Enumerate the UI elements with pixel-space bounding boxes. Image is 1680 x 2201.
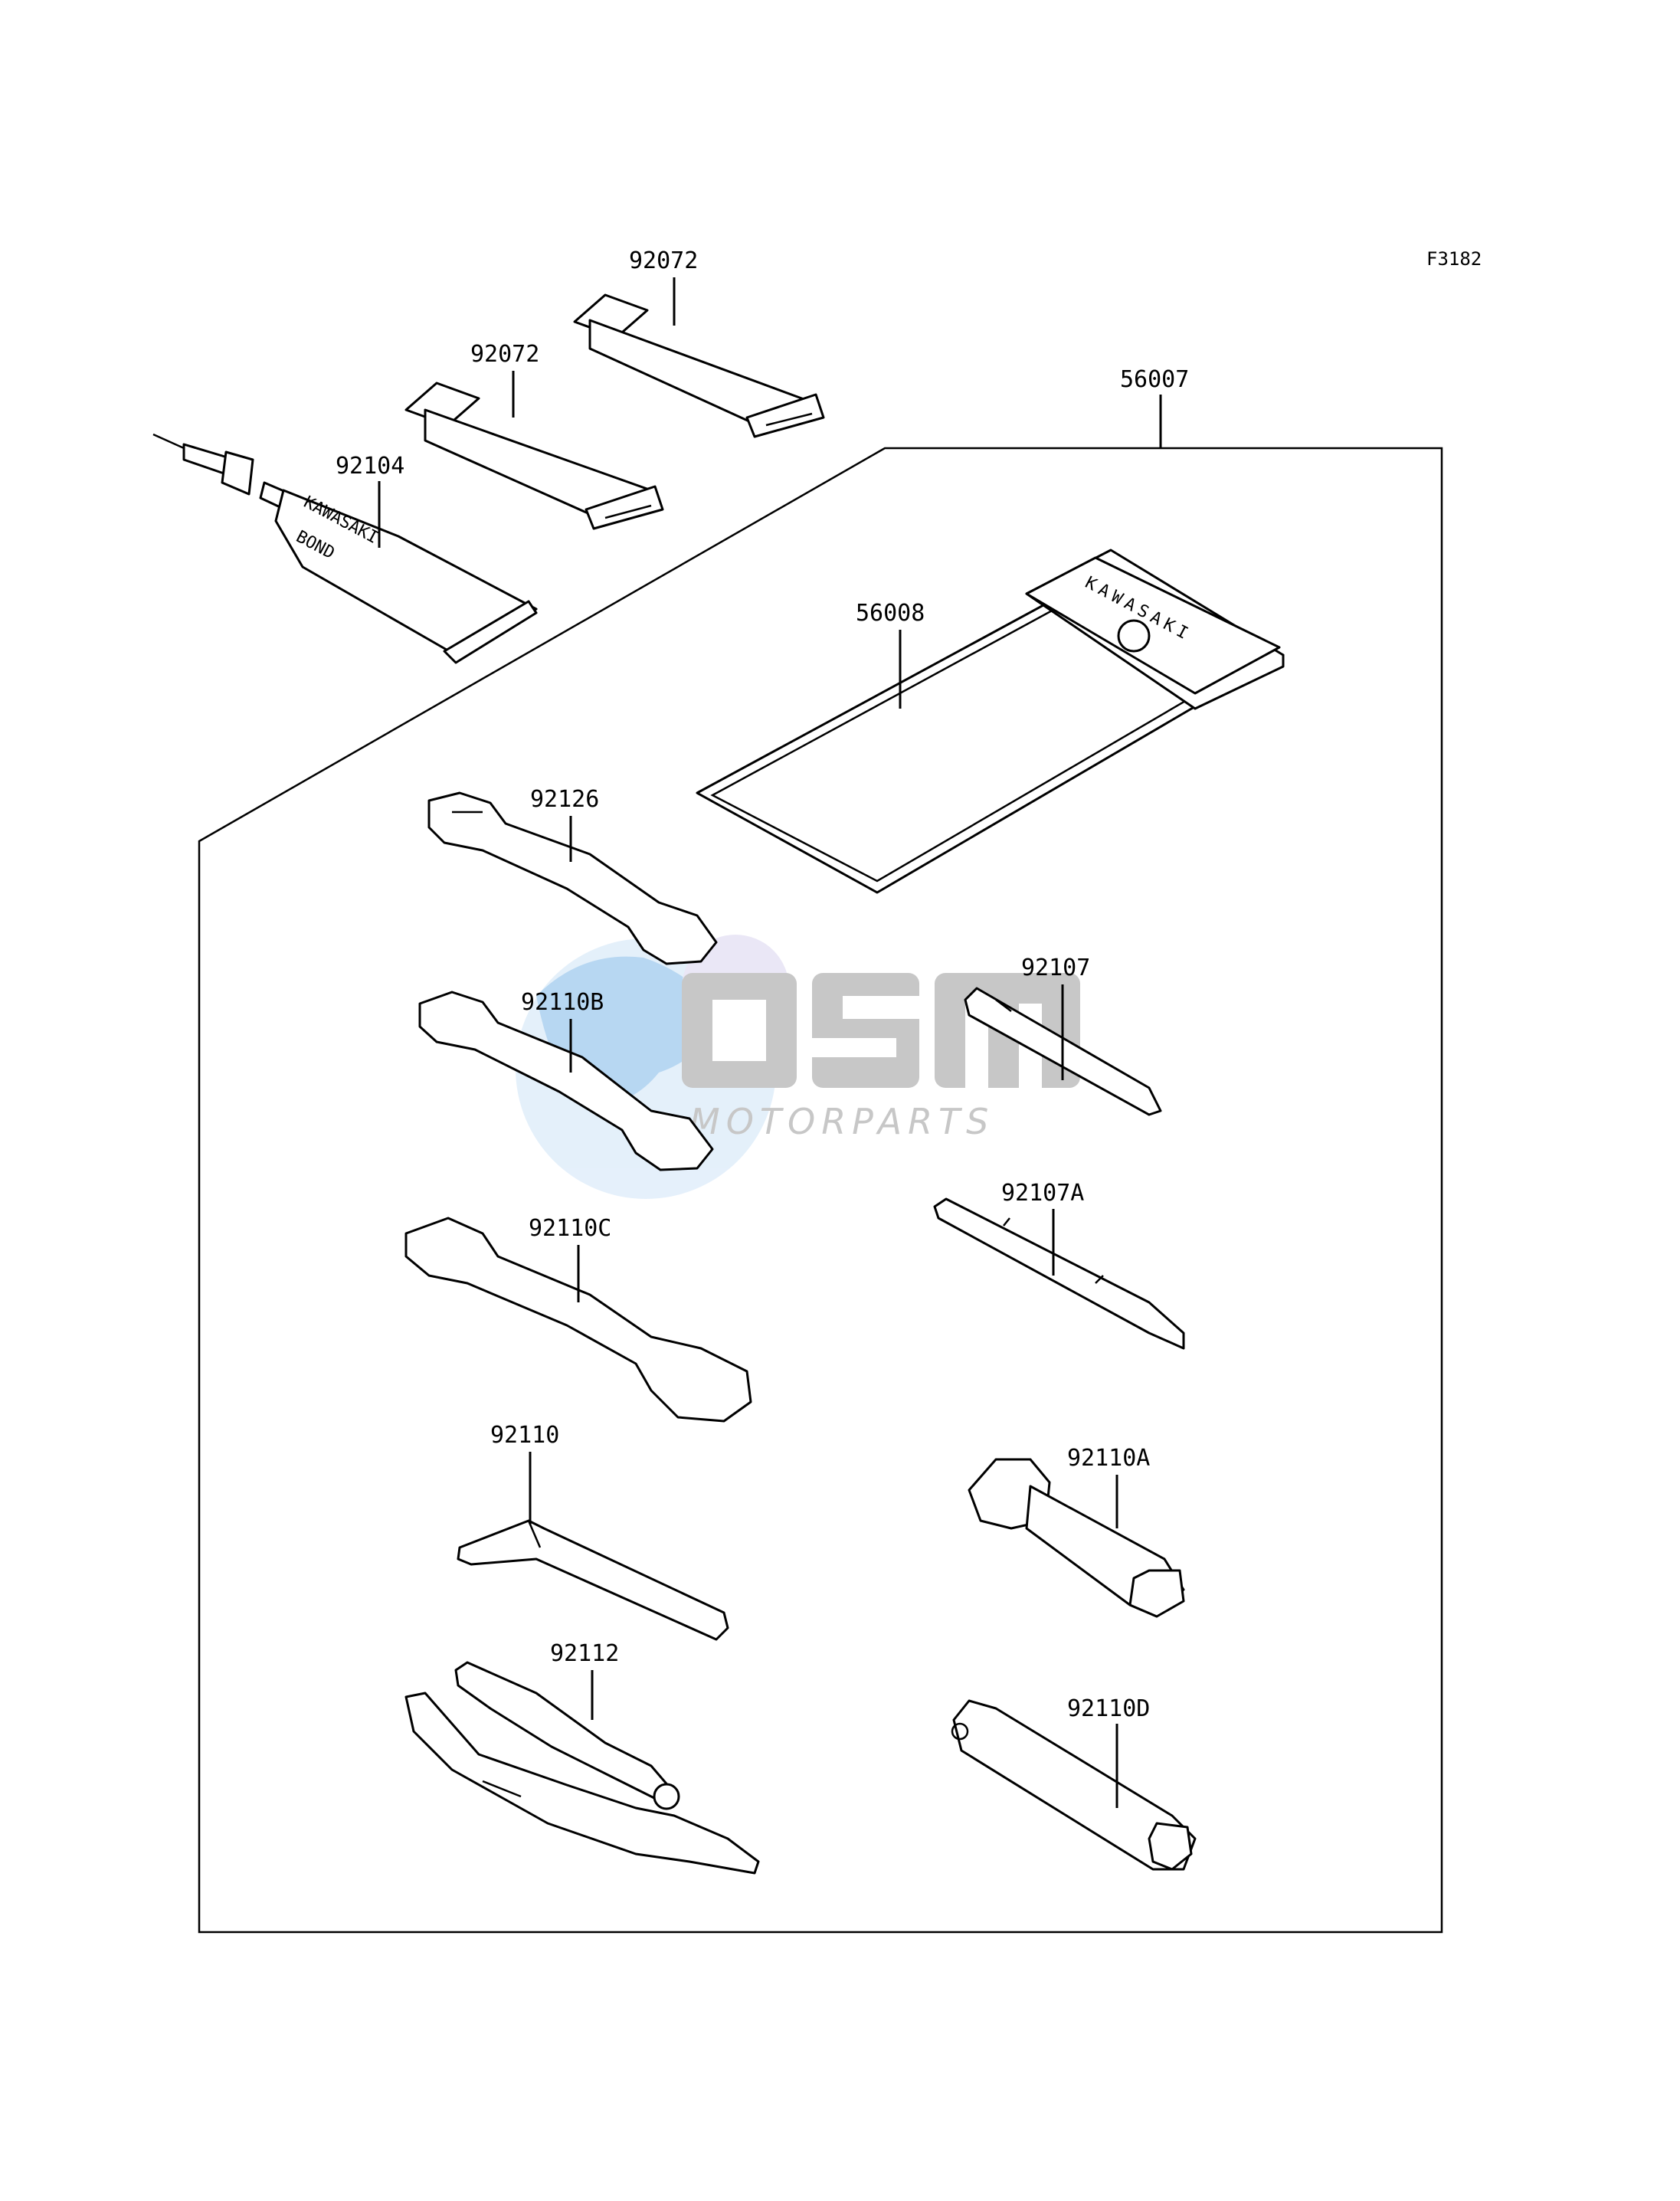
part-label-92110D: 92110D: [1067, 1695, 1150, 1722]
part-label-92072-upper: 92072: [629, 247, 698, 274]
part-label-92107A: 92107A: [1001, 1180, 1084, 1207]
pliers-pivot: [653, 1783, 680, 1810]
watermark: MOTORPARTS: [516, 935, 1080, 1199]
part-label-92107: 92107: [1021, 955, 1090, 981]
strap-upper: [573, 293, 825, 438]
part-label-92110B: 92110B: [521, 989, 604, 1016]
wrench-hole: [951, 1722, 969, 1741]
part-label-92072-lower: 92072: [470, 341, 539, 368]
plug-wrench-92110A: [968, 1458, 1185, 1618]
part-label-92112: 92112: [550, 1640, 619, 1667]
part-label-92104: 92104: [336, 453, 404, 480]
wrench-92126: [427, 791, 718, 965]
part-label-56007: 56007: [1120, 366, 1189, 393]
wrench-92110B: [418, 991, 714, 1171]
part-label-92110C: 92110C: [529, 1215, 611, 1242]
figure-code: F3182: [1426, 248, 1482, 270]
strap-lower: [404, 382, 664, 530]
pouch-snap: [1117, 619, 1151, 653]
wrench-92110C: [404, 1217, 752, 1423]
screwdriver-92107A: [933, 1197, 1185, 1350]
part-label-92110: 92110: [490, 1422, 559, 1449]
plug-wrench-92110D: [951, 1699, 1197, 1871]
hex-key-92110: [457, 1519, 729, 1641]
part-label-56008: 56008: [856, 600, 925, 627]
part-label-92110A: 92110A: [1067, 1445, 1150, 1472]
pliers-92112: [404, 1661, 760, 1875]
watermark-subtitle: MOTORPARTS: [689, 1101, 994, 1142]
toolkit-frame: [198, 447, 1443, 1934]
part-label-92126: 92126: [530, 786, 599, 813]
tool-pouch: KAWASAKI: [696, 549, 1285, 894]
